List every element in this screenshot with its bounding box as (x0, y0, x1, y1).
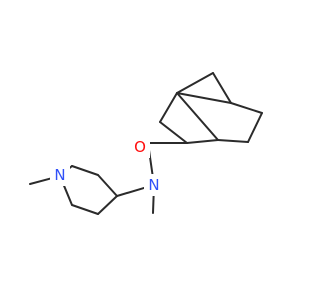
bond-namide-me1 (152, 192, 155, 214)
bond-namide-pip4 (116, 186, 147, 197)
bond-bh6-bh5 (247, 112, 263, 143)
bond-n1-me2 (29, 177, 53, 185)
bond-bh2-bh1 (159, 121, 188, 144)
bond-p5-pip4 (97, 195, 118, 215)
bond-bh7-bh3 (176, 72, 214, 94)
bond-bh3-bh4 (176, 92, 232, 104)
bond-bh3-bhB (176, 92, 219, 141)
atom-label-bg (130, 136, 150, 158)
bond-bh5-bh4 (230, 102, 263, 114)
bond-n1-p6 (62, 183, 73, 206)
bond-bh3-bh2 (159, 92, 178, 123)
molecule-structure: O N N (29, 72, 263, 215)
bond-p6-p5 (71, 204, 99, 215)
atom-label-bg (144, 174, 164, 196)
atom-label-amide-nitrogen: N (148, 176, 159, 194)
bond-bh1-bhB (186, 139, 219, 144)
atom-label-bg (50, 164, 70, 186)
atom-label-group: O N N (50, 136, 164, 196)
bond-p3-p2 (71, 165, 99, 176)
bond-bh4-bh7 (212, 72, 232, 104)
atom-label-ring-nitrogen: N (54, 166, 65, 184)
bond-pip4-p3 (97, 174, 118, 197)
atom-label-oxygen: O (134, 138, 146, 156)
bond-bhB-bh6 (217, 139, 249, 143)
